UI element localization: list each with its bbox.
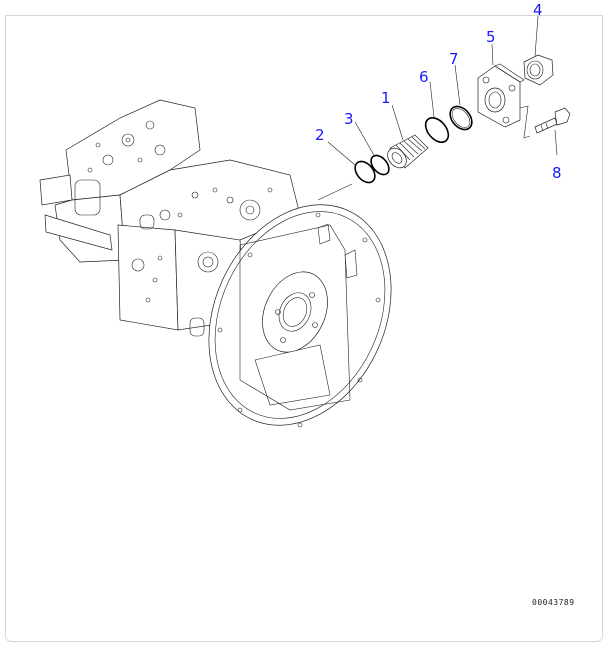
part-nut-4 bbox=[523, 54, 554, 86]
part-o-ring-6 bbox=[424, 117, 450, 143]
callout-3[interactable]: 3 bbox=[344, 110, 354, 128]
callout-7[interactable]: 7 bbox=[449, 50, 459, 68]
part-bolt-8 bbox=[534, 107, 571, 134]
part-threaded-sleeve-1 bbox=[387, 134, 429, 169]
callout-2[interactable]: 2 bbox=[315, 126, 325, 144]
part-o-ring-2 bbox=[354, 160, 376, 184]
callout-4[interactable]: 4 bbox=[533, 1, 543, 19]
pump-assembly bbox=[39, 99, 392, 428]
part-o-ring-3 bbox=[370, 154, 390, 176]
reference-code: 00043789 bbox=[532, 598, 575, 607]
part-backup-ring-7 bbox=[449, 105, 473, 131]
callout-1[interactable]: 1 bbox=[381, 89, 391, 107]
callout-6[interactable]: 6 bbox=[419, 68, 429, 86]
assembly-leader-line bbox=[317, 183, 353, 201]
part-flange-5 bbox=[477, 63, 531, 139]
callout-8[interactable]: 8 bbox=[552, 164, 562, 182]
callout-5[interactable]: 5 bbox=[486, 28, 496, 46]
callout-leaders bbox=[327, 15, 558, 166]
